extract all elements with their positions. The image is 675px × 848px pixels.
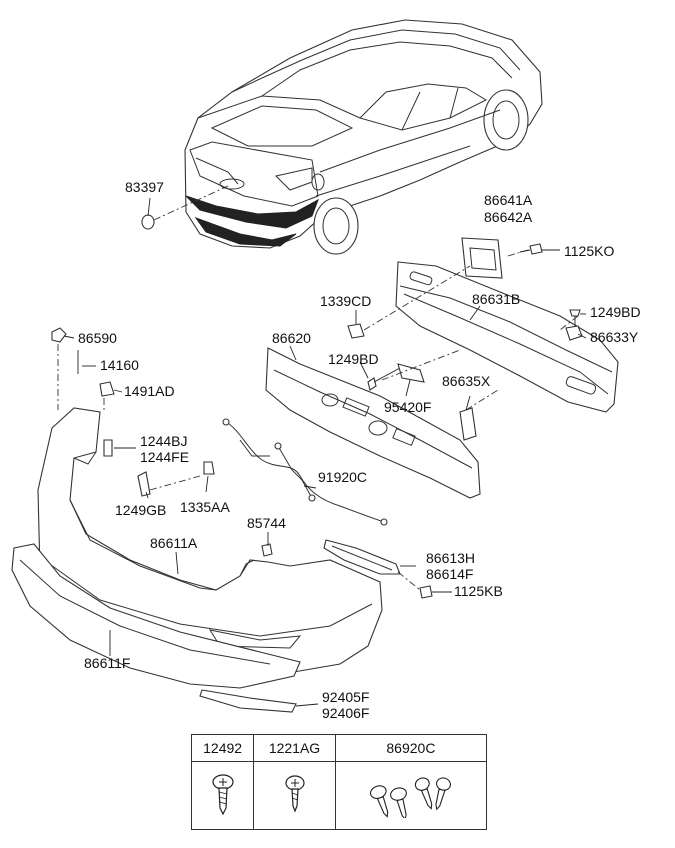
- label-1249BD-upper: 1249BD: [590, 304, 641, 320]
- energy-absorber: [265, 347, 481, 499]
- fastener-header-12492: 12492: [190, 734, 255, 762]
- bumper-beam: [347, 237, 619, 441]
- part-labels: 83397 86641A 86642A 1125KO 1339CD 86631B…: [78, 179, 641, 721]
- label-86633Y: 86633Y: [590, 329, 639, 345]
- label-86614F: 86614F: [426, 566, 473, 582]
- screw-icon: [212, 774, 234, 816]
- label-1249GB: 1249GB: [115, 502, 166, 518]
- fastener-table-row: [190, 761, 488, 830]
- label-86611F: 86611F: [84, 655, 130, 671]
- fastener-table-header: 12492 1221AG 86920C: [190, 734, 488, 762]
- label-1335AA: 1335AA: [180, 499, 230, 515]
- label-86620: 86620: [272, 330, 311, 346]
- label-1339CD: 1339CD: [320, 293, 371, 309]
- label-1244FE: 1244FE: [140, 449, 189, 465]
- label-83397: 83397: [125, 179, 164, 195]
- screws-86920C-cell: [334, 761, 488, 830]
- car-illustration: [141, 19, 543, 255]
- reflector: [199, 689, 297, 713]
- label-14160: 14160: [100, 357, 139, 373]
- screw-set-icon: [369, 777, 451, 821]
- lower-lip: [11, 543, 301, 689]
- label-92405F: 92405F: [322, 689, 369, 705]
- side-bracket: [323, 539, 433, 599]
- screw-icon: [284, 775, 305, 813]
- screw-12492-cell: [190, 761, 255, 830]
- label-1249BD-lower: 1249BD: [328, 351, 379, 367]
- label-86642A: 86642A: [484, 209, 533, 225]
- label-1244BJ: 1244BJ: [140, 433, 187, 449]
- label-86631B: 86631B: [472, 291, 520, 307]
- label-1125KO: 1125KO: [564, 243, 614, 259]
- fastener-table: 12492 1221AG 86920C: [190, 734, 488, 830]
- label-1491AD: 1491AD: [124, 383, 175, 399]
- label-91920C: 91920C: [318, 469, 367, 485]
- label-86635X: 86635X: [442, 373, 491, 389]
- label-85744: 85744: [247, 515, 286, 531]
- label-92406F: 92406F: [322, 705, 369, 721]
- wiring-harness: [222, 418, 388, 526]
- fastener-header-1221AG: 1221AG: [253, 734, 336, 762]
- fastener-header-86920C: 86920C: [334, 734, 488, 762]
- leader-lines: [63, 197, 587, 707]
- label-86613H: 86613H: [426, 550, 475, 566]
- label-95420F: 95420F: [384, 399, 431, 415]
- label-86590: 86590: [78, 330, 117, 346]
- label-1125KB: 1125KB: [454, 583, 503, 599]
- screw-1221AG-cell: [253, 761, 336, 830]
- label-86641A: 86641A: [484, 192, 533, 208]
- label-86611A: 86611A: [150, 535, 198, 551]
